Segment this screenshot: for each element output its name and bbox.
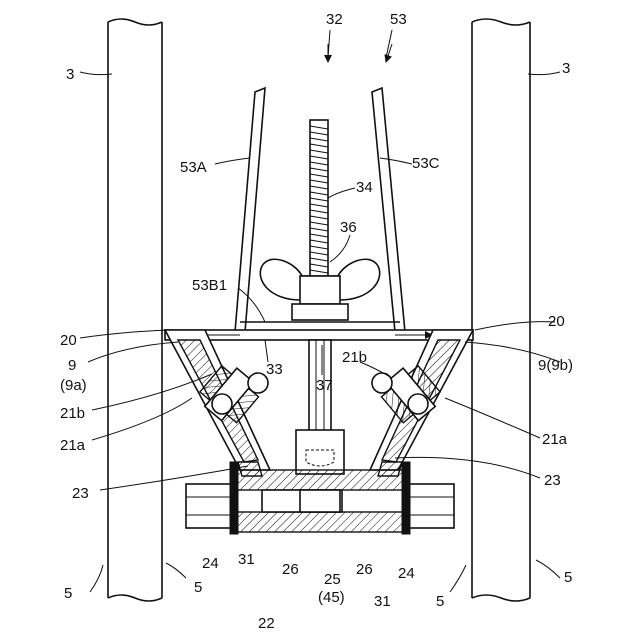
label-9a: (9a) — [60, 377, 87, 394]
label-23-right: 23 — [544, 472, 561, 489]
label-53A: 53A — [180, 159, 207, 176]
label-34: 34 — [356, 179, 373, 196]
right-bracket-9 — [370, 330, 473, 470]
left-bracket-9 — [165, 330, 270, 470]
label-20-left: 20 — [60, 332, 77, 349]
bottom-assembly-22 — [186, 462, 454, 534]
label-22: 22 — [258, 615, 275, 632]
label-21a-left: 21a — [60, 437, 86, 454]
label-21a-right: 21a — [542, 431, 568, 448]
label-53C: 53C — [412, 155, 440, 172]
rod-nut — [296, 430, 344, 474]
label-32: 32 — [326, 11, 343, 28]
left-post — [108, 19, 162, 601]
label-33: 33 — [266, 361, 283, 378]
right-post — [472, 19, 530, 601]
label-36: 36 — [340, 219, 357, 236]
label-5-c: 5 — [436, 593, 444, 610]
label-25: 25 — [324, 571, 341, 588]
label-26-right: 26 — [356, 561, 373, 578]
threaded-rod-34 — [310, 120, 328, 280]
label-3-right: 3 — [562, 60, 570, 77]
bar-20 — [165, 330, 473, 340]
label-31-left: 31 — [238, 551, 255, 568]
label-5-b: 5 — [194, 579, 202, 596]
label-37: 37 — [316, 377, 333, 394]
label-20-right: 20 — [548, 313, 565, 330]
label-24-right: 24 — [398, 565, 415, 582]
label-53: 53 — [390, 11, 407, 28]
label-26-left: 26 — [282, 561, 299, 578]
label-5-a: 5 — [64, 585, 72, 602]
label-53B1: 53B1 — [192, 277, 227, 294]
label-24-left: 24 — [202, 555, 219, 572]
label-23-left: 23 — [72, 485, 89, 502]
label-9-left: 9 — [68, 357, 76, 374]
label-21b-mid: 21b — [342, 349, 367, 366]
label-5-d: 5 — [564, 569, 572, 586]
label-21b-left: 21b — [60, 405, 85, 422]
label-45: (45) — [318, 589, 345, 606]
view-arrows — [328, 44, 392, 62]
label-9-9b: 9(9b) — [538, 357, 573, 374]
label-3-left: 3 — [66, 66, 74, 83]
label-31-right: 31 — [374, 593, 391, 610]
